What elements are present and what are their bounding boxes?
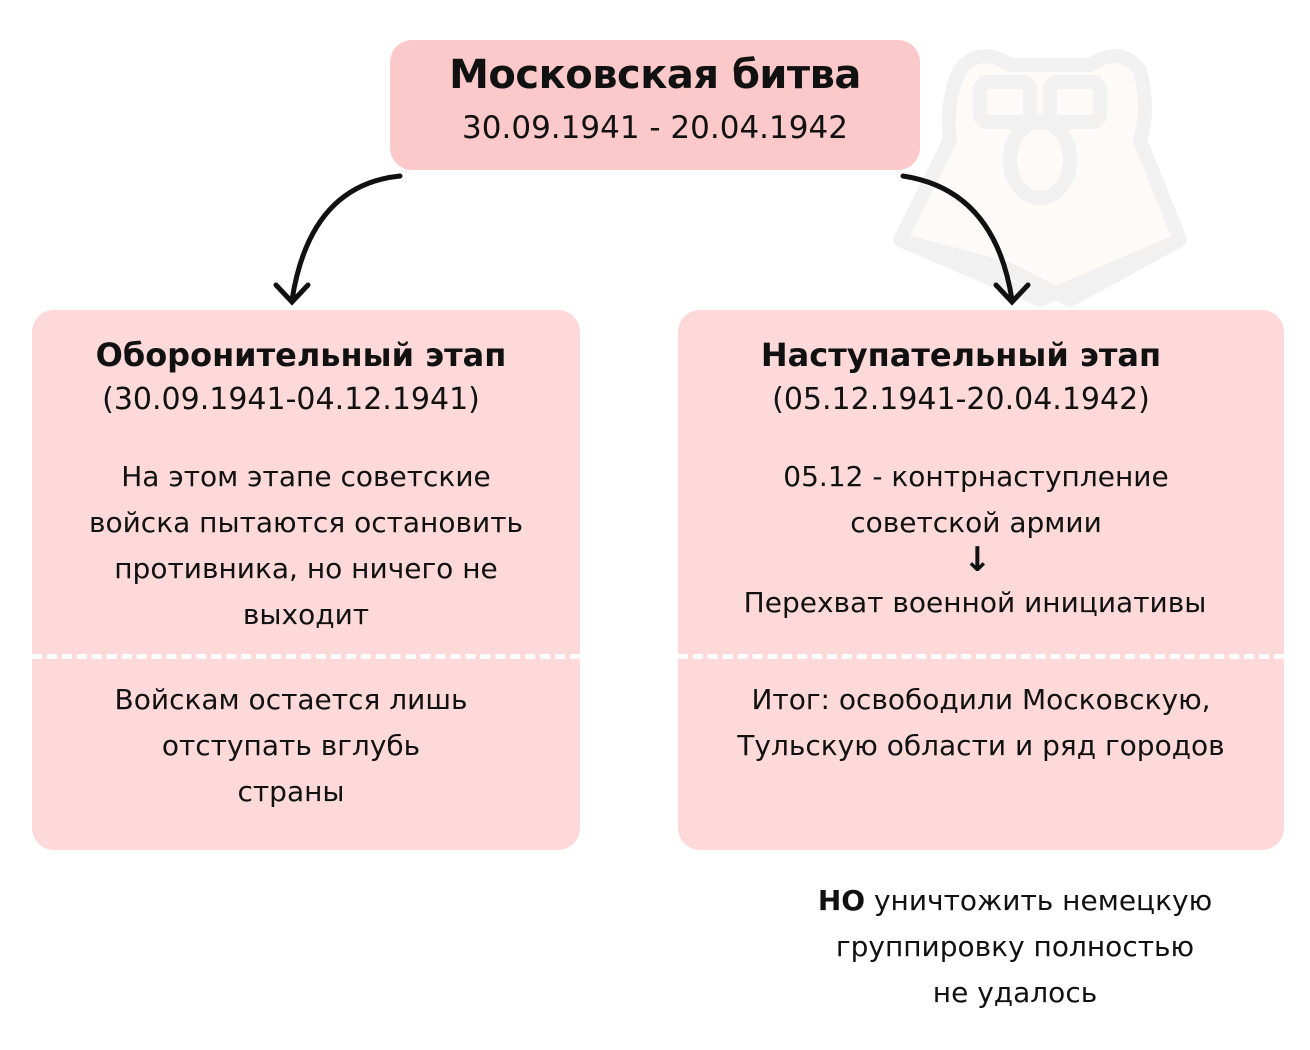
arrow-to-defensive-stage: [273, 173, 403, 306]
stage-heading: Наступательный этап: [760, 336, 1162, 374]
text-line: противника, но ничего не: [114, 552, 498, 585]
text-line: Итог: освободили Московскую,: [751, 683, 1211, 716]
text-line: 05.12 - контрнаступление: [783, 460, 1169, 493]
divider: [678, 654, 1284, 659]
main-event-box: Московская битва 30.09.1941 - 20.04.1942: [390, 40, 920, 170]
note-emphasis: НО: [817, 884, 866, 917]
note-text: НО уничтожить немецкую группировку полно…: [770, 878, 1260, 1016]
main-title: Московская битва: [449, 52, 861, 98]
stage-dates: (05.12.1941-20.04.1942): [772, 382, 1150, 417]
arrow-to-offensive-stage: [900, 173, 1031, 306]
divider: [32, 654, 580, 659]
stage-heading: Оборонительный этап: [95, 336, 507, 374]
defensive-stage-box: Оборонительный этап (30.09.1941-04.12.19…: [32, 310, 580, 850]
text-line: советской армии: [850, 506, 1102, 539]
text-line: не удалось: [932, 976, 1098, 1009]
text-line: На этом этапе советские: [121, 460, 491, 493]
text-line: уничтожить немецкую: [865, 884, 1213, 917]
text-line: страны: [237, 775, 345, 808]
main-dates: 30.09.1941 - 20.04.1942: [462, 110, 848, 146]
text-line: группировку полностью: [835, 930, 1195, 963]
bear-watermark-icon: [893, 49, 1187, 307]
offensive-stage-box: Наступательный этап (05.12.1941-20.04.19…: [678, 310, 1284, 850]
stage-result: Итог: освободили Московскую, Тульскую об…: [678, 677, 1284, 769]
arrow-down-icon: ↓: [963, 540, 992, 580]
text-line: выходит: [242, 598, 370, 631]
text-line: Войскам остается лишь: [114, 683, 468, 716]
stage-consequence: Перехват военной инициативы: [743, 586, 1207, 619]
stage-description: 05.12 - контрнаступление советской армии: [668, 454, 1284, 546]
text-line: отступать вглубь: [161, 729, 421, 762]
text-line: войска пытаются остановить: [88, 506, 524, 539]
stage-result: Войскам остается лишь отступать вглубь с…: [2, 677, 580, 815]
stage-description: На этом этапе советские войска пытаются …: [32, 454, 580, 638]
text-line: Тульскую области и ряд городов: [737, 729, 1225, 762]
stage-dates: (30.09.1941-04.12.1941): [102, 382, 480, 417]
